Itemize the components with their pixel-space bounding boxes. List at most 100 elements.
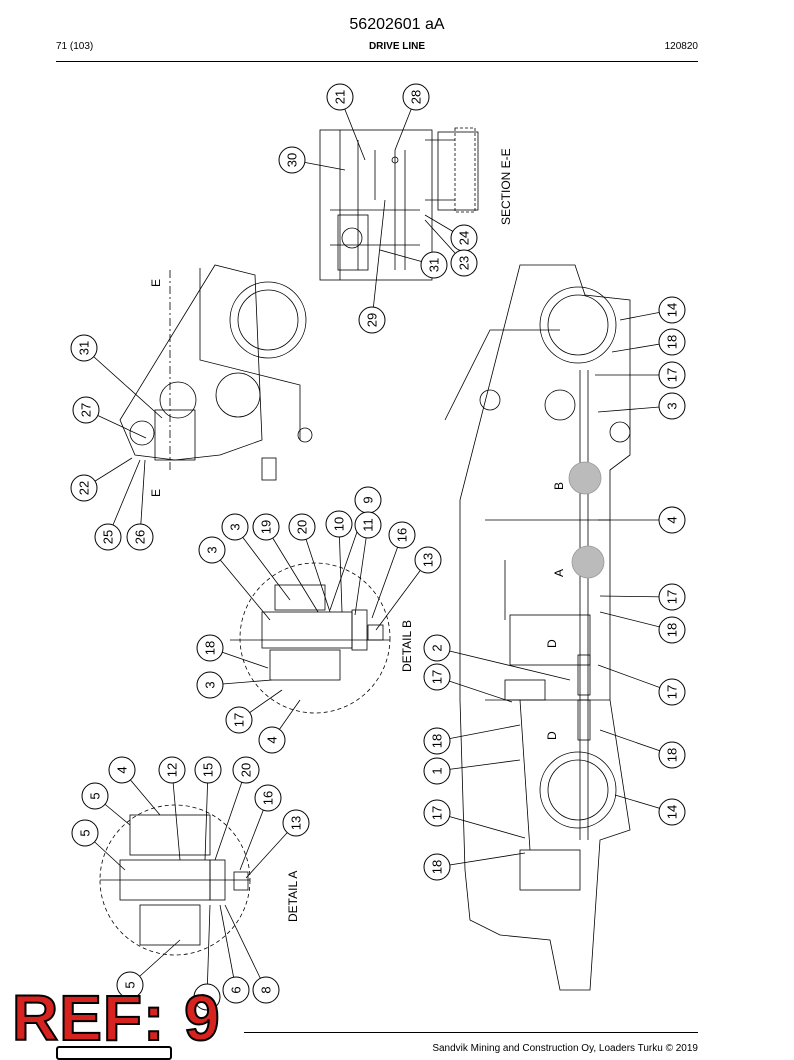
callout-bubble <box>423 634 451 662</box>
callout-main-view-3: 3 <box>597 392 686 420</box>
detail-a-view <box>99 804 251 956</box>
callout-main-view-11: 17 <box>423 663 513 703</box>
leader-line <box>436 724 521 742</box>
callout-detail-a-0: 4 <box>108 756 161 816</box>
callout-number: 28 <box>409 90 424 104</box>
callout-number: 14 <box>665 805 680 819</box>
callout-number: 27 <box>79 403 94 417</box>
footer-rule <box>244 1032 698 1033</box>
callout-detail-a-5: 16 <box>239 784 282 871</box>
leader-line <box>224 904 267 991</box>
callout-detail-b-5: 11 <box>354 511 382 616</box>
callout-bubble <box>450 249 478 277</box>
callout-section-e-3: 24 <box>424 214 478 252</box>
callout-detail-b-11: 17 <box>225 689 283 734</box>
callout-main-view-6: 18 <box>599 611 686 644</box>
callout-bubble <box>658 678 686 706</box>
callout-section-e-5: 31 <box>379 249 448 279</box>
callout-detail-a-7: 13 <box>245 809 310 879</box>
callout-detail-a-3: 20 <box>214 756 260 861</box>
callout-number: 1 <box>430 767 445 774</box>
callout-bubble <box>126 523 154 551</box>
callout-bubble <box>225 706 253 734</box>
callout-number: 7 <box>200 993 215 1000</box>
callout-bubble <box>658 328 686 356</box>
callout-bubble <box>326 83 354 111</box>
leader-line <box>375 559 429 631</box>
callout-bubble <box>423 727 451 755</box>
callout-bubble <box>658 392 686 420</box>
callout-number: 26 <box>133 530 148 544</box>
callout-section-e-0: 21 <box>326 83 366 161</box>
callout-bubble <box>658 506 686 534</box>
leader-line <box>436 812 526 839</box>
detail-b-label: DETAIL B <box>400 620 414 672</box>
zone-d-label-2: D <box>545 731 559 740</box>
callout-bubble <box>222 976 250 1004</box>
callout-number: 2 <box>430 644 445 651</box>
callout-bubble <box>420 251 448 279</box>
callout-number: 30 <box>285 153 300 167</box>
callout-number: 13 <box>421 553 436 567</box>
leader-line <box>436 647 571 681</box>
callout-main-view-10: 2 <box>423 634 571 681</box>
callout-number: 20 <box>239 763 254 777</box>
leader-line <box>204 769 209 861</box>
header-rule <box>56 61 698 62</box>
callout-bubble <box>116 971 144 999</box>
brand-logo <box>56 1046 172 1060</box>
leader-line <box>371 534 403 619</box>
leader-line <box>436 759 521 772</box>
callout-number: 18 <box>203 641 218 655</box>
callout-main-view-12: 18 <box>423 724 521 755</box>
detail-b-view <box>230 562 391 714</box>
callout-bubble <box>658 798 686 826</box>
callout-number: 21 <box>333 90 348 104</box>
callout-number: 17 <box>232 713 247 727</box>
callout-bubble <box>194 756 222 784</box>
callout-bubble <box>402 83 430 111</box>
callout-bubble <box>288 513 316 541</box>
leader-line <box>107 459 141 538</box>
callout-bubble <box>94 523 122 551</box>
zone-b-label: B <box>552 482 566 490</box>
section-e-e-label: SECTION E-E <box>499 148 513 225</box>
callout-main-view-4: 4 <box>598 506 686 534</box>
callout-number: 17 <box>665 368 680 382</box>
callout-number: 18 <box>430 734 445 748</box>
callout-bubble <box>282 809 310 837</box>
callout-detail-b-6: 16 <box>371 521 416 619</box>
callout-number: 17 <box>665 685 680 699</box>
callout-bubble <box>658 583 686 611</box>
callout-bubble <box>196 671 224 699</box>
leader-line <box>265 526 319 613</box>
callout-detail-b-7: 13 <box>375 546 442 631</box>
section-marker-bottom: E <box>149 489 163 497</box>
callout-bubble <box>658 361 686 389</box>
callout-main-view-15: 18 <box>423 852 526 881</box>
callout-number: 3 <box>228 523 243 530</box>
callout-number: 22 <box>77 481 92 495</box>
leader-line <box>354 524 369 616</box>
leader-line <box>214 769 247 861</box>
callout-main-view-1: 18 <box>611 328 686 356</box>
callout-main-view-8: 18 <box>599 729 686 769</box>
footer-copyright: Sandvik Mining and Construction Oy, Load… <box>432 1043 698 1054</box>
zone-d-label-1: D <box>545 639 559 648</box>
callout-bubble <box>196 634 224 662</box>
callout-number: 23 <box>457 256 472 270</box>
callout-bubble <box>71 819 99 847</box>
callout-detail-b-8: 3 <box>198 536 271 621</box>
callout-detail-b-2: 19 <box>252 513 319 613</box>
callout-number: 31 <box>427 258 442 272</box>
document-number: 56202601 aA <box>349 16 445 33</box>
callout-number: 29 <box>365 313 380 327</box>
callout-number: 10 <box>332 517 347 531</box>
callout-main-view-2: 17 <box>595 361 686 389</box>
callout-number: 6 <box>229 986 244 993</box>
leader-line <box>436 852 526 868</box>
callout-number: 20 <box>295 520 310 534</box>
callout-number: 18 <box>665 623 680 637</box>
callout-number: 16 <box>261 791 276 805</box>
